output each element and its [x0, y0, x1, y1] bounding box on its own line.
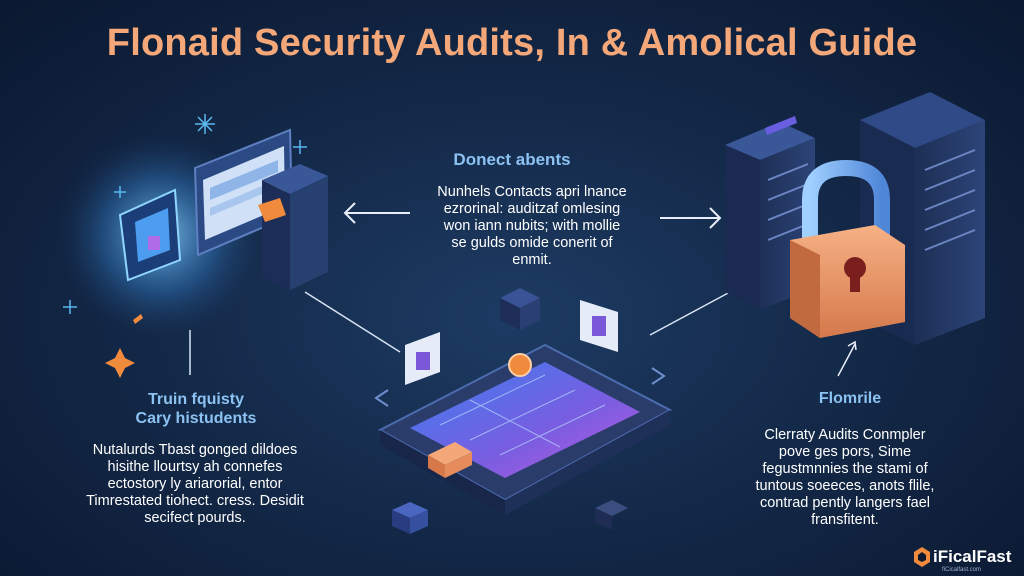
- center-line: ezrorinal: auditzaf omlesing: [443, 201, 621, 217]
- bracket-decorations: [374, 367, 666, 407]
- right-description: Clerraty Audits Conmpler pove ges pors, …: [720, 427, 970, 529]
- right-heading: Flomrile: [818, 390, 882, 407]
- decorative-sparkles: [105, 314, 143, 378]
- right-line: fegustmnnies the stami of: [762, 461, 928, 477]
- right-line: fransfitent.: [811, 512, 879, 528]
- left-line: secifect pourds.: [144, 510, 246, 526]
- right-line: contrad pently langers fael: [759, 495, 931, 511]
- connector-lines: [189, 291, 731, 375]
- center-line: enmit.: [512, 252, 552, 268]
- left-line: ectostory ly ariarorial, entor: [107, 476, 283, 492]
- padlock-icon: [790, 159, 905, 338]
- floating-cubes: [392, 288, 628, 534]
- page-title: Flonaid Security Audits, In & Amolical G…: [106, 22, 918, 64]
- center-line: won iann nubits; with mollie: [443, 218, 621, 234]
- right-line: pove ges pors, Sime: [778, 444, 912, 460]
- logo-text: iFicalFast: [933, 547, 1012, 566]
- logo-subtext: fiCicalfast.com: [942, 567, 982, 573]
- center-description: Nunhels Contacts apri lnance ezrorinal: …: [412, 184, 652, 269]
- arrow-right-icon: [660, 207, 722, 229]
- right-line: Clerraty Audits Conmpler: [764, 427, 926, 443]
- left-line: Nutalurds Tbast gonged dildoes: [92, 442, 298, 458]
- left-heading-line: Cary histudents: [135, 410, 257, 427]
- circuit-board-icon: [377, 343, 673, 515]
- center-line: se gulds omide conerit of: [451, 235, 613, 251]
- server-tower-icon: [258, 164, 328, 290]
- pointer-line: [837, 340, 857, 377]
- brand-logo: iFicalFast: [914, 545, 1011, 569]
- logo-mark-icon: [914, 547, 930, 567]
- left-line: hisithe llourtsy ah connefes: [107, 459, 283, 475]
- left-heading-line: Truin fquisty: [148, 391, 244, 408]
- center-line: Nunhels Contacts apri lnance: [437, 184, 627, 200]
- center-heading: Donect abents: [453, 150, 571, 169]
- snowflake-icon: [63, 114, 307, 314]
- arrow-left-icon: [343, 202, 410, 224]
- right-line: tuntous soeeces, anots flile,: [755, 478, 935, 494]
- left-heading: Truin fquisty Cary histudents: [96, 390, 296, 428]
- left-line: Timrestated tiohect. cress. Desidit: [86, 493, 304, 509]
- left-description: Nutalurds Tbast gonged dildoes hisithe l…: [70, 442, 320, 527]
